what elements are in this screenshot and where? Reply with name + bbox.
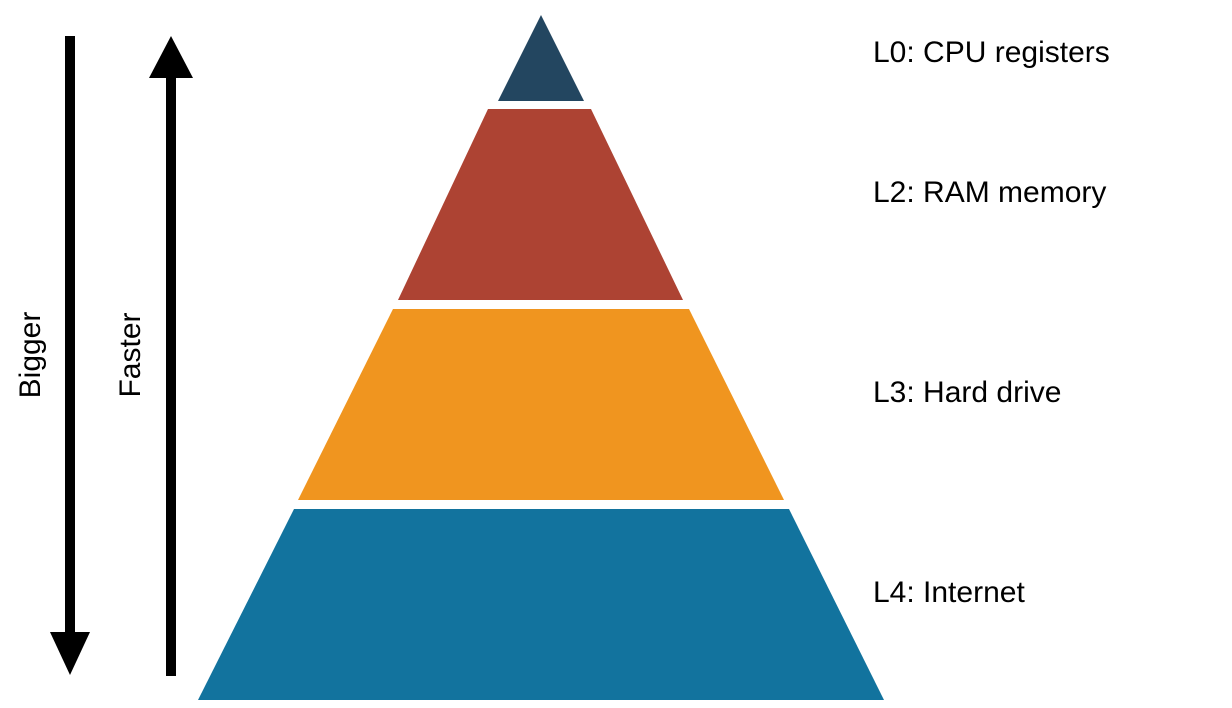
faster-arrow <box>149 36 193 676</box>
level-label-l3: L3: Hard drive <box>873 376 1061 409</box>
bigger-arrow <box>50 36 90 675</box>
pyramid-tier-l0 <box>498 15 584 101</box>
faster-label: Faster <box>114 312 147 397</box>
bigger-arrow-head <box>50 632 90 675</box>
pyramid-tier-l4 <box>198 509 884 700</box>
faster-arrow-head <box>149 36 193 78</box>
level-label-l4: L4: Internet <box>873 576 1025 609</box>
pyramid-tier-l2 <box>398 109 683 300</box>
pyramid-tier-l3 <box>298 309 784 500</box>
level-label-l0: L0: CPU registers <box>873 36 1110 69</box>
bigger-label: Bigger <box>14 312 47 399</box>
level-label-l2: L2: RAM memory <box>873 176 1106 209</box>
